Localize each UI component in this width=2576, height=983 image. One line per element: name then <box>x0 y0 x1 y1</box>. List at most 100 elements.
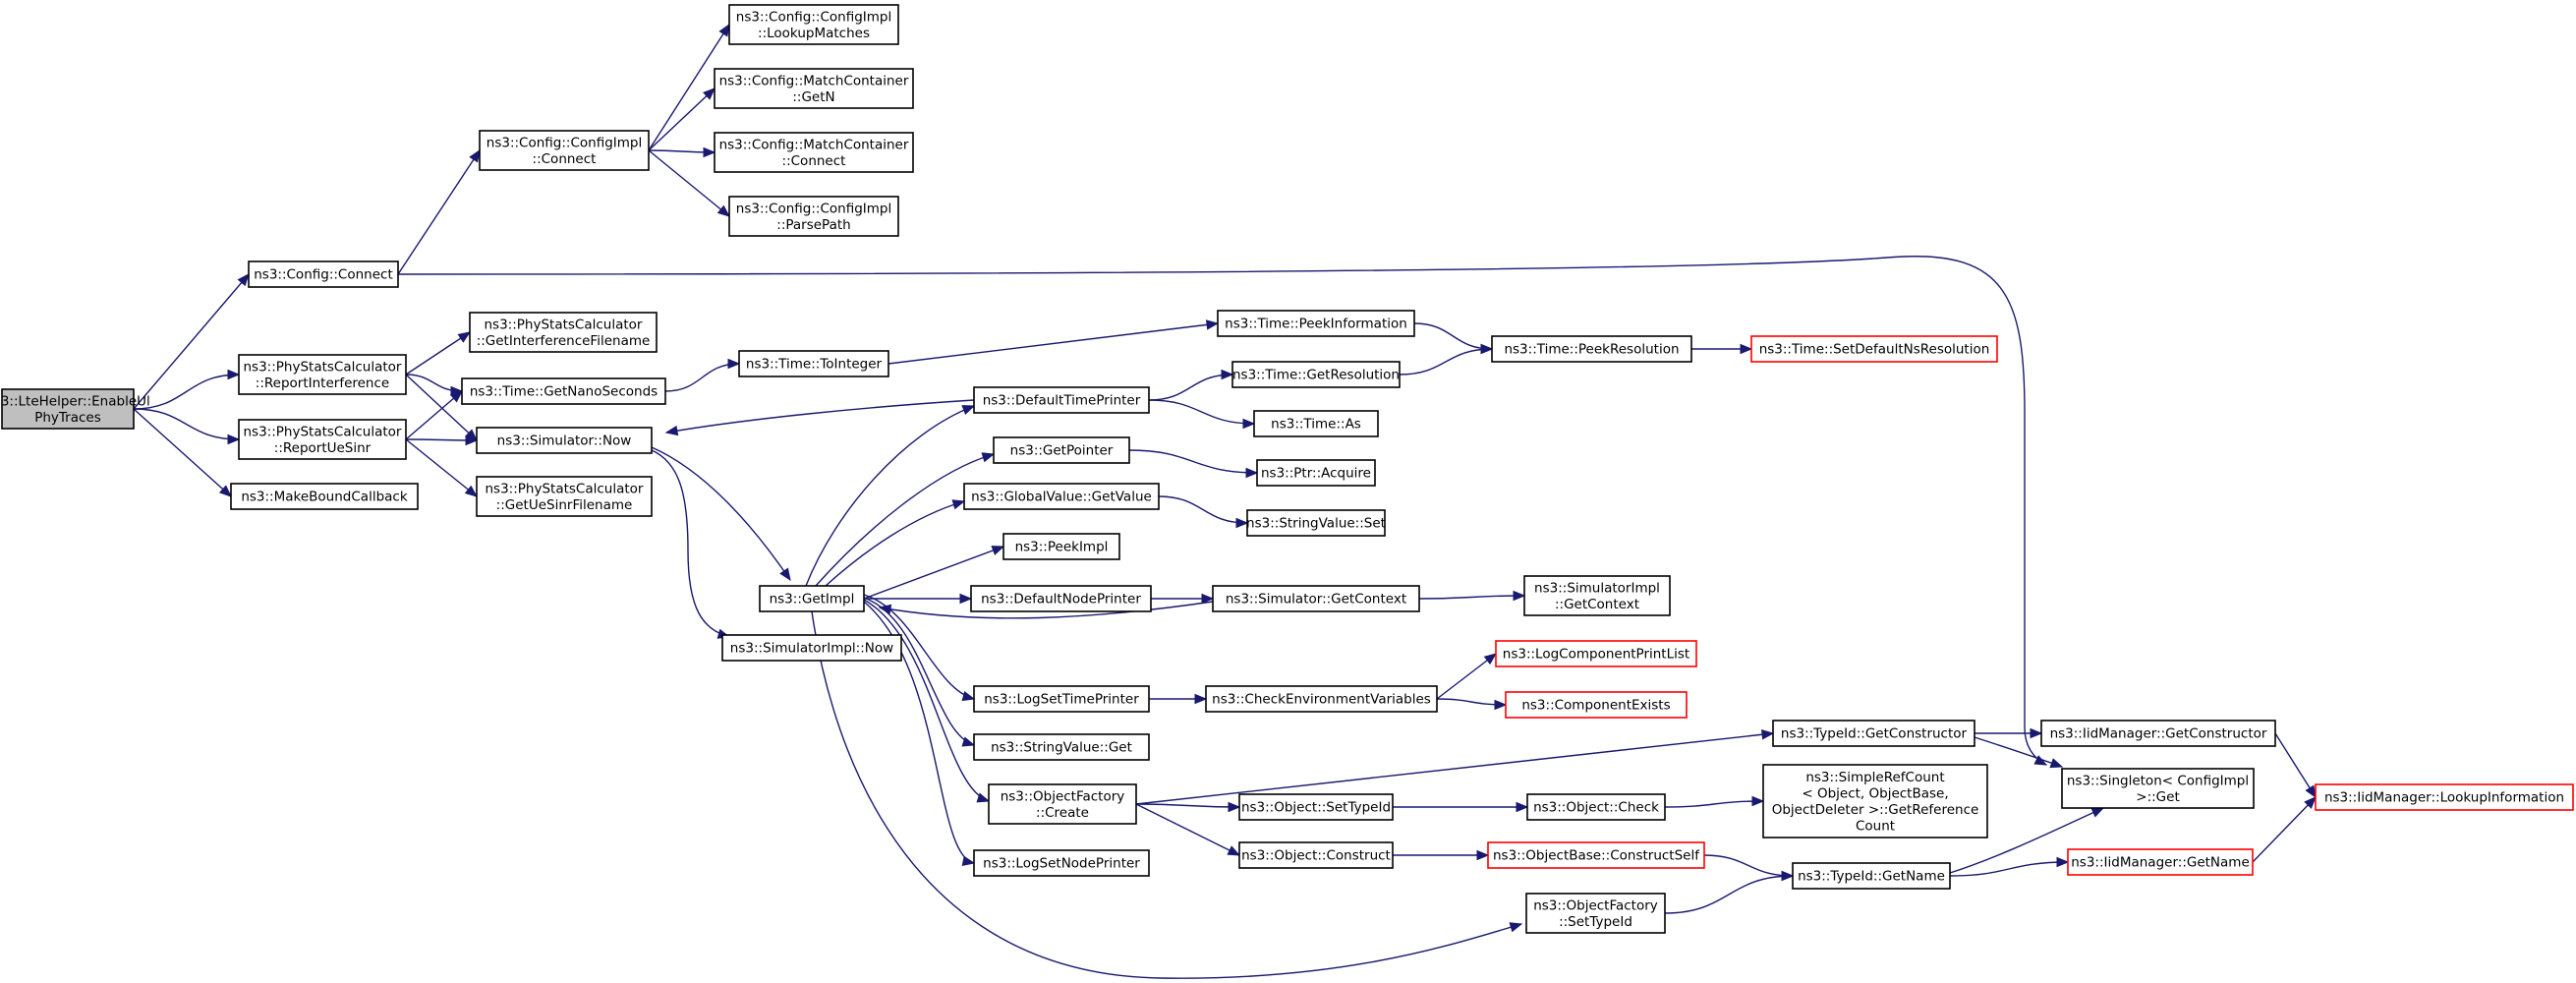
node-n36[interactable]: ns3::SimulatorImpl::GetContext <box>1523 575 1671 616</box>
node-n18[interactable]: ns3::Time::PeekInformation <box>1217 310 1415 337</box>
edge-n0-n3 <box>133 408 241 445</box>
edge-n25-n35 <box>1150 593 1215 605</box>
node-n39[interactable]: ns3::ComponentExists <box>1505 691 1688 719</box>
node-n45[interactable]: ns3::SimpleRefCount< Object, ObjectBase,… <box>1762 764 1988 838</box>
nodes-layer: ns3::LteHelper::EnableUlPhyTracesns3::Co… <box>0 4 2574 934</box>
edge-n31-n19 <box>1399 343 1494 376</box>
node-n6[interactable]: ns3::Singleton< ConfigImpl >::Get <box>2061 768 2255 809</box>
node-n47[interactable]: ns3::IidManager::GetConstructor <box>2040 720 2276 747</box>
node-n33[interactable]: ns3::Ptr::Acquire <box>1256 459 1376 487</box>
node-box <box>1750 335 1998 363</box>
node-label: ::GetN <box>792 89 834 105</box>
node-n8[interactable]: ns3::Config::MatchContainer::GetN <box>714 68 914 109</box>
node-n38[interactable]: ns3::LogComponentPrintList <box>1495 640 1697 667</box>
node-n34[interactable]: ns3::StringValue::Set <box>1246 509 1386 537</box>
node-label: ns3::PhyStatsCalculator <box>485 317 643 332</box>
node-box <box>721 634 902 662</box>
node-n16[interactable]: ns3::GetImpl <box>759 585 865 612</box>
node-n22[interactable]: ns3::GetPointer <box>993 436 1130 464</box>
edge-n5-n9 <box>648 146 716 158</box>
node-n49[interactable]: ns3::IidManager::LookupInformation <box>2315 783 2574 811</box>
node-label: ::GetContext <box>1555 597 1639 612</box>
node-n37[interactable]: ns3::CheckEnvironmentVariables <box>1205 685 1438 713</box>
node-n41[interactable]: ns3::Object::SetTypeId <box>1238 793 1394 821</box>
node-label: < Object, ObjectBase, <box>1802 785 1948 801</box>
node-label: ns3::SimulatorImpl <box>1534 580 1660 596</box>
node-box <box>714 132 914 173</box>
node-box <box>1491 335 1692 363</box>
edge-n2-n11 <box>405 331 472 376</box>
node-label: ns3::Config::Connect <box>254 267 393 283</box>
node-n40[interactable]: ns3::TypeId::GetConstructor <box>1772 720 1975 747</box>
node-n23[interactable]: ns3::GlobalValue::GetValue <box>963 483 1160 510</box>
node-label: ns3::TypeId::GetName <box>1798 869 1945 885</box>
edge-n15-n18 <box>887 319 1220 365</box>
node-box <box>479 130 650 171</box>
edge-n0-n1 <box>133 272 250 410</box>
node-n15[interactable]: ns3::Time::ToInteger <box>738 350 889 377</box>
node-n10[interactable]: ns3::Config::ConfigImpl::ParsePath <box>728 196 899 237</box>
edge-n16-n25 <box>863 593 973 605</box>
edge-n37-n39 <box>1436 698 1508 711</box>
edge-n42-n44 <box>1393 849 1490 861</box>
node-box <box>1526 793 1666 821</box>
node-n28[interactable]: ns3::ObjectFactory::Create <box>988 783 1137 825</box>
node-n48[interactable]: ns3::IidManager::GetName <box>2067 848 2254 876</box>
node-n44[interactable]: ns3::ObjectBase::ConstructSelf <box>1487 841 1705 869</box>
node-label: ns3::LteHelper::EnableUl <box>0 393 150 409</box>
edge-n13-n16 <box>651 446 791 582</box>
node-label: ns3::SimulatorImpl::Now <box>730 641 893 657</box>
edge-n16-n24 <box>863 546 1005 600</box>
node-n5[interactable]: ns3::Config::ConfigImpl::Connect <box>479 130 650 171</box>
node-label: ns3::MakeBoundCallback <box>241 490 408 505</box>
node-n30[interactable]: ns3::ObjectFactory::SetTypeId <box>1525 893 1666 934</box>
node-label: ns3::Time::SetDefaultNsResolution <box>1759 342 1990 358</box>
edge-n12-n15 <box>664 358 741 392</box>
edge-n13-n17 <box>651 449 731 639</box>
node-n46[interactable]: ns3::TypeId::GetName <box>1792 862 1951 890</box>
node-n2[interactable]: ns3::PhyStatsCalculator::ReportInterfere… <box>238 354 407 395</box>
node-n43[interactable]: ns3::Object::Check <box>1526 793 1666 821</box>
node-box <box>476 476 653 517</box>
node-label: ns3::GetPointer <box>1010 443 1114 459</box>
edge-n35-n36 <box>1418 590 1526 602</box>
node-box <box>963 483 1160 510</box>
node-n4[interactable]: ns3::MakeBoundCallback <box>230 483 419 510</box>
node-n31[interactable]: ns3::Time::GetResolution <box>1231 361 1401 388</box>
node-n29[interactable]: ns3::LogSetNodePrinter <box>973 849 1150 877</box>
node-n19[interactable]: ns3::Time::PeekResolution <box>1491 335 1692 363</box>
node-n27[interactable]: ns3::StringValue::Get <box>973 733 1150 761</box>
node-n17[interactable]: ns3::SimulatorImpl::Now <box>721 634 902 662</box>
node-label: ns3::Object::Check <box>1533 800 1659 816</box>
node-n24[interactable]: ns3::PeekImpl <box>1002 533 1120 560</box>
node-box <box>1525 893 1666 934</box>
node-box <box>2040 720 2276 747</box>
node-label: ns3::ComponentExists <box>1521 698 1670 714</box>
node-n20[interactable]: ns3::Time::SetDefaultNsResolution <box>1750 335 1998 363</box>
node-n25[interactable]: ns3::DefaultNodePrinter <box>970 585 1152 612</box>
node-n42[interactable]: ns3::Object::Construct <box>1238 841 1394 869</box>
node-n3[interactable]: ns3::PhyStatsCalculator::ReportUeSinr <box>238 419 407 460</box>
edge-n16-n29 <box>863 601 976 866</box>
edge-n16-n27 <box>863 597 976 747</box>
node-n13[interactable]: ns3::Simulator::Now <box>476 427 653 454</box>
node-box <box>714 68 914 109</box>
node-n32[interactable]: ns3::Time::As <box>1253 410 1379 437</box>
node-label: ns3::ObjectFactory <box>1533 897 1658 913</box>
node-label: ns3::PhyStatsCalculator <box>244 359 402 375</box>
node-label: ns3::GetImpl <box>770 592 855 607</box>
node-n14[interactable]: ns3::PhyStatsCalculator::GetUeSinrFilena… <box>476 476 653 517</box>
node-n21[interactable]: ns3::DefaultTimePrinter <box>973 386 1150 414</box>
node-n11[interactable]: ns3::PhyStatsCalculator::GetInterference… <box>469 312 658 353</box>
node-label: ns3::Config::ConfigImpl <box>487 135 642 150</box>
node-box <box>973 849 1150 877</box>
node-n35[interactable]: ns3::Simulator::GetContext <box>1212 585 1420 612</box>
node-n12[interactable]: ns3::Time::GetNanoSeconds <box>461 377 666 405</box>
node-n9[interactable]: ns3::Config::MatchContainer::Connect <box>714 132 914 173</box>
node-n7[interactable]: ns3::Config::ConfigImpl::LookupMatches <box>728 4 899 45</box>
node-box <box>1495 640 1697 667</box>
node-n26[interactable]: ns3::LogSetTimePrinter <box>973 685 1150 713</box>
node-n1[interactable]: ns3::Config::Connect <box>248 260 399 288</box>
edge-n40-n6 <box>1974 736 2064 769</box>
